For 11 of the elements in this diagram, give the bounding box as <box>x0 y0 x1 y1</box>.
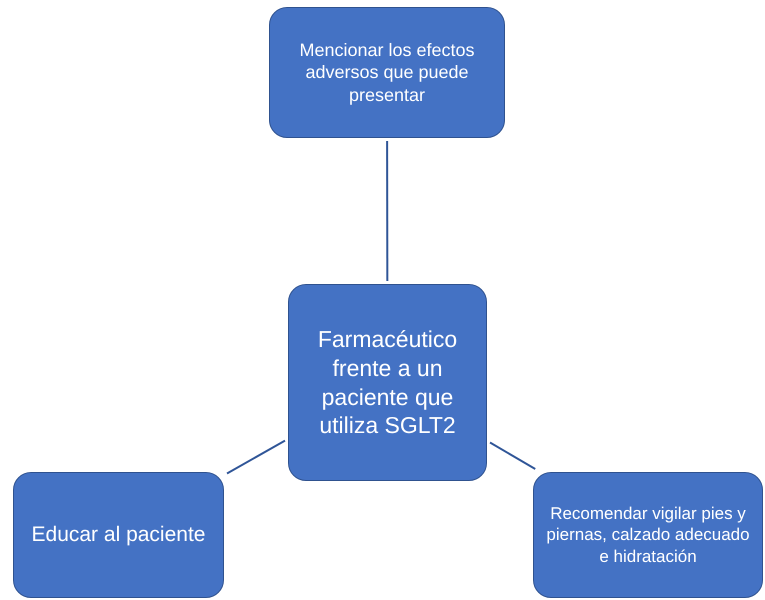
connector-line <box>226 440 286 474</box>
node-text: Educar al paciente <box>32 522 206 548</box>
connector-line <box>490 442 536 470</box>
node-text: Recomendar vigilar pies y piernas, calzado adecuado e hidratación <box>545 503 751 567</box>
rounded-box <box>288 284 487 481</box>
rounded-box <box>269 7 505 138</box>
rounded-box <box>13 472 224 598</box>
node-text: Mencionar los efectos adversos que puede presentar <box>298 38 476 106</box>
rounded-box <box>533 472 763 598</box>
node-text: Farmacéutico frente a un paciente que utiliza SGLT2 <box>316 325 458 440</box>
connector-line <box>386 141 388 281</box>
